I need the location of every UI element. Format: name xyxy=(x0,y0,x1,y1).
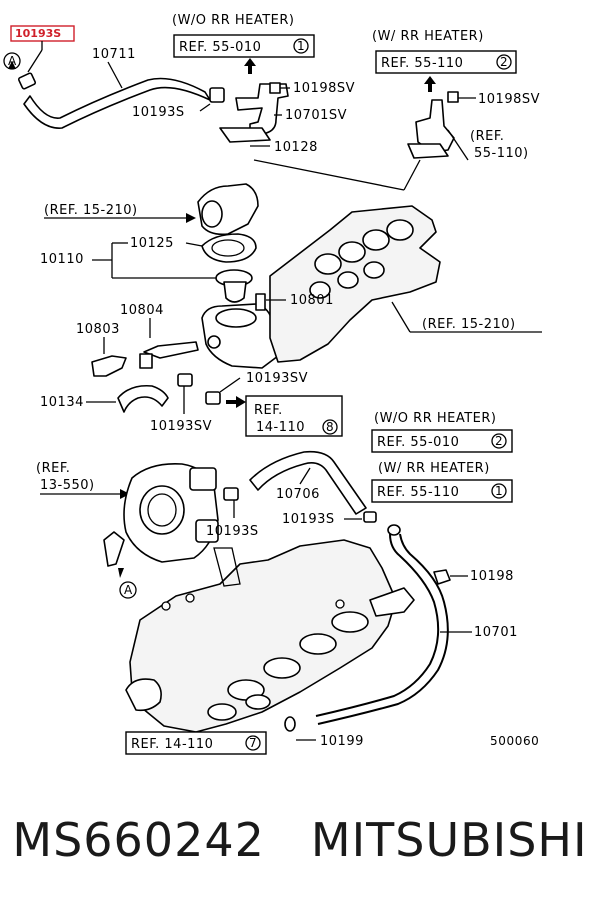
label-10198[interactable]: 10198 xyxy=(470,569,514,584)
ref-box-55-010-mid[interactable] xyxy=(371,429,513,453)
label-10804[interactable]: 10804 xyxy=(120,303,164,318)
ref-55-110-mid-num: 1 xyxy=(495,484,503,498)
clamp-10193s-right xyxy=(363,511,377,523)
note-ref-55-110-2: 55-110) xyxy=(474,146,529,161)
note-wo-rr-heater-top: (W/O RR HEATER) xyxy=(172,13,295,28)
label-10193s-top[interactable]: 10193S xyxy=(132,105,185,120)
label-10128[interactable]: 10128 xyxy=(274,140,318,155)
ref-55-110-mid-text[interactable]: REF. 55-110 xyxy=(377,485,459,500)
ref-14-110-8-num: 8 xyxy=(326,420,334,434)
bolt-10198 xyxy=(433,569,451,585)
gasket-10125 xyxy=(201,233,257,263)
label-10701[interactable]: 10701 xyxy=(474,625,518,640)
note-ref-13-550-1: (REF. xyxy=(36,461,70,476)
label-10125[interactable]: 10125 xyxy=(130,236,174,251)
label-10193s-mid[interactable]: 10193S xyxy=(206,524,259,539)
ref-box-14-110-7[interactable] xyxy=(125,731,267,755)
bolt-top xyxy=(269,82,281,94)
clamp-top-left xyxy=(17,72,37,90)
highlight-label[interactable]: 10193S xyxy=(15,27,61,40)
ref-55-010-mid-text[interactable]: REF. 55-010 xyxy=(377,435,459,450)
label-10706[interactable]: 10706 xyxy=(276,487,320,502)
ref-box-55-110-mid[interactable] xyxy=(371,479,513,503)
note-w-rr-heater-top: (W/ RR HEATER) xyxy=(372,29,484,44)
footer-brand: MITSUBISHI xyxy=(310,813,588,867)
ref-box-55-010-top[interactable] xyxy=(173,34,315,58)
pipe-10701 xyxy=(315,533,440,717)
note-ref-55-110-1: (REF. xyxy=(470,129,504,144)
label-10801[interactable]: 10801 xyxy=(290,293,334,308)
flange-top xyxy=(219,127,271,143)
label-10198sv-2[interactable]: 10198SV xyxy=(478,92,540,107)
label-10199[interactable]: 10199 xyxy=(320,734,364,749)
outlet-port xyxy=(201,200,223,228)
label-10110[interactable]: 10110 xyxy=(40,252,84,267)
intake-lower-manifold xyxy=(129,539,397,733)
hose-10134 xyxy=(117,384,169,413)
ref-55-010-top-num: 1 xyxy=(297,39,305,53)
flange-right xyxy=(407,143,449,159)
ref-55-110-top-num: 2 xyxy=(500,55,508,69)
callout-a-top-label: A xyxy=(8,54,17,68)
footer-part-number: MS660242 xyxy=(12,813,265,867)
footer: MS660242 MITSUBISHI xyxy=(0,800,600,880)
note-wo-rr-heater-mid: (W/O RR HEATER) xyxy=(374,411,497,426)
clamp-10193s-top xyxy=(209,87,225,103)
oring-10199 xyxy=(284,716,296,732)
sensor-10804 xyxy=(143,341,199,359)
ref-14-110-8-line2: 14-110 xyxy=(256,420,305,435)
hose-10711 xyxy=(23,77,211,129)
bolt-right xyxy=(447,91,459,103)
label-10193sv-a[interactable]: 10193SV xyxy=(150,419,212,434)
label-10701sv[interactable]: 10701SV xyxy=(285,108,347,123)
label-10803[interactable]: 10803 xyxy=(76,322,120,337)
note-ref-15-210-left: (REF. 15-210) xyxy=(44,203,138,218)
note-w-rr-heater-mid: (W/ RR HEATER) xyxy=(378,461,490,476)
ref-14-110-7-text[interactable]: REF. 14-110 xyxy=(131,737,213,752)
note-ref-13-550-2: 13-550) xyxy=(40,478,95,493)
ref-box-55-110-top[interactable] xyxy=(375,50,517,74)
callout-a-bottom-label: A xyxy=(124,583,133,597)
ref-55-010-mid-num: 2 xyxy=(495,434,503,448)
label-10711[interactable]: 10711 xyxy=(92,47,136,62)
clamp-10193sv-a xyxy=(177,373,193,387)
switch-10803 xyxy=(91,355,127,377)
ref-14-110-7-num: 7 xyxy=(249,736,257,750)
hose-10706 xyxy=(249,450,367,515)
label-10193sv-b[interactable]: 10193SV xyxy=(246,371,308,386)
clamp-10193s-mid xyxy=(223,487,239,501)
label-10193s-right[interactable]: 10193S xyxy=(282,512,335,527)
diagram-code: 500060 xyxy=(490,734,539,748)
fitting-10801 xyxy=(255,293,266,311)
clamp-10193sv-b xyxy=(205,391,221,405)
label-10198sv-1[interactable]: 10198SV xyxy=(293,81,355,96)
pipe-10701sv-top xyxy=(235,83,289,135)
ref-55-010-top-text[interactable]: REF. 55-010 xyxy=(179,40,261,55)
note-ref-15-210-right: (REF. 15-210) xyxy=(422,317,516,332)
ref-14-110-8-line1: REF. xyxy=(254,403,283,418)
callout-a-bottom xyxy=(119,581,137,599)
ref-55-110-top-text[interactable]: REF. 55-110 xyxy=(381,56,463,71)
label-10134[interactable]: 10134 xyxy=(40,395,84,410)
